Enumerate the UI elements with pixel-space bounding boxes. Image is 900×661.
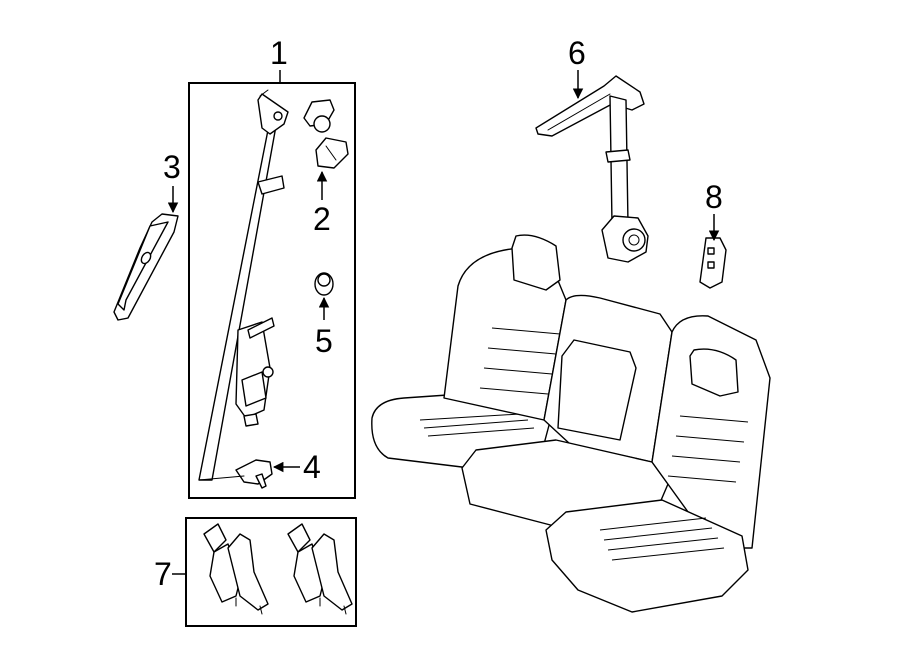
callout-4[interactable]: 4 — [303, 449, 321, 485]
callout-6[interactable]: 6 — [568, 35, 586, 71]
callout-3[interactable]: 3 — [163, 149, 181, 185]
group-box-7 — [185, 517, 357, 627]
belt-guide — [303, 99, 349, 169]
callout-1[interactable]: 1 — [270, 35, 288, 71]
group-box-1 — [188, 82, 356, 499]
trim-cover — [113, 213, 179, 321]
callout-7[interactable]: 7 — [154, 556, 172, 592]
anchor-bracket — [699, 237, 727, 289]
callout-2[interactable]: 2 — [313, 201, 331, 237]
callout-8[interactable]: 8 — [705, 179, 723, 215]
center-belt-retractor — [535, 75, 649, 263]
callout-5[interactable]: 5 — [315, 323, 333, 359]
buckle-assembly-right — [287, 523, 353, 615]
seat-belt-assembly — [198, 89, 289, 489]
cover-cap — [314, 272, 334, 296]
buckle-assembly-left — [203, 523, 269, 615]
rear-seat-illustration — [371, 234, 771, 613]
